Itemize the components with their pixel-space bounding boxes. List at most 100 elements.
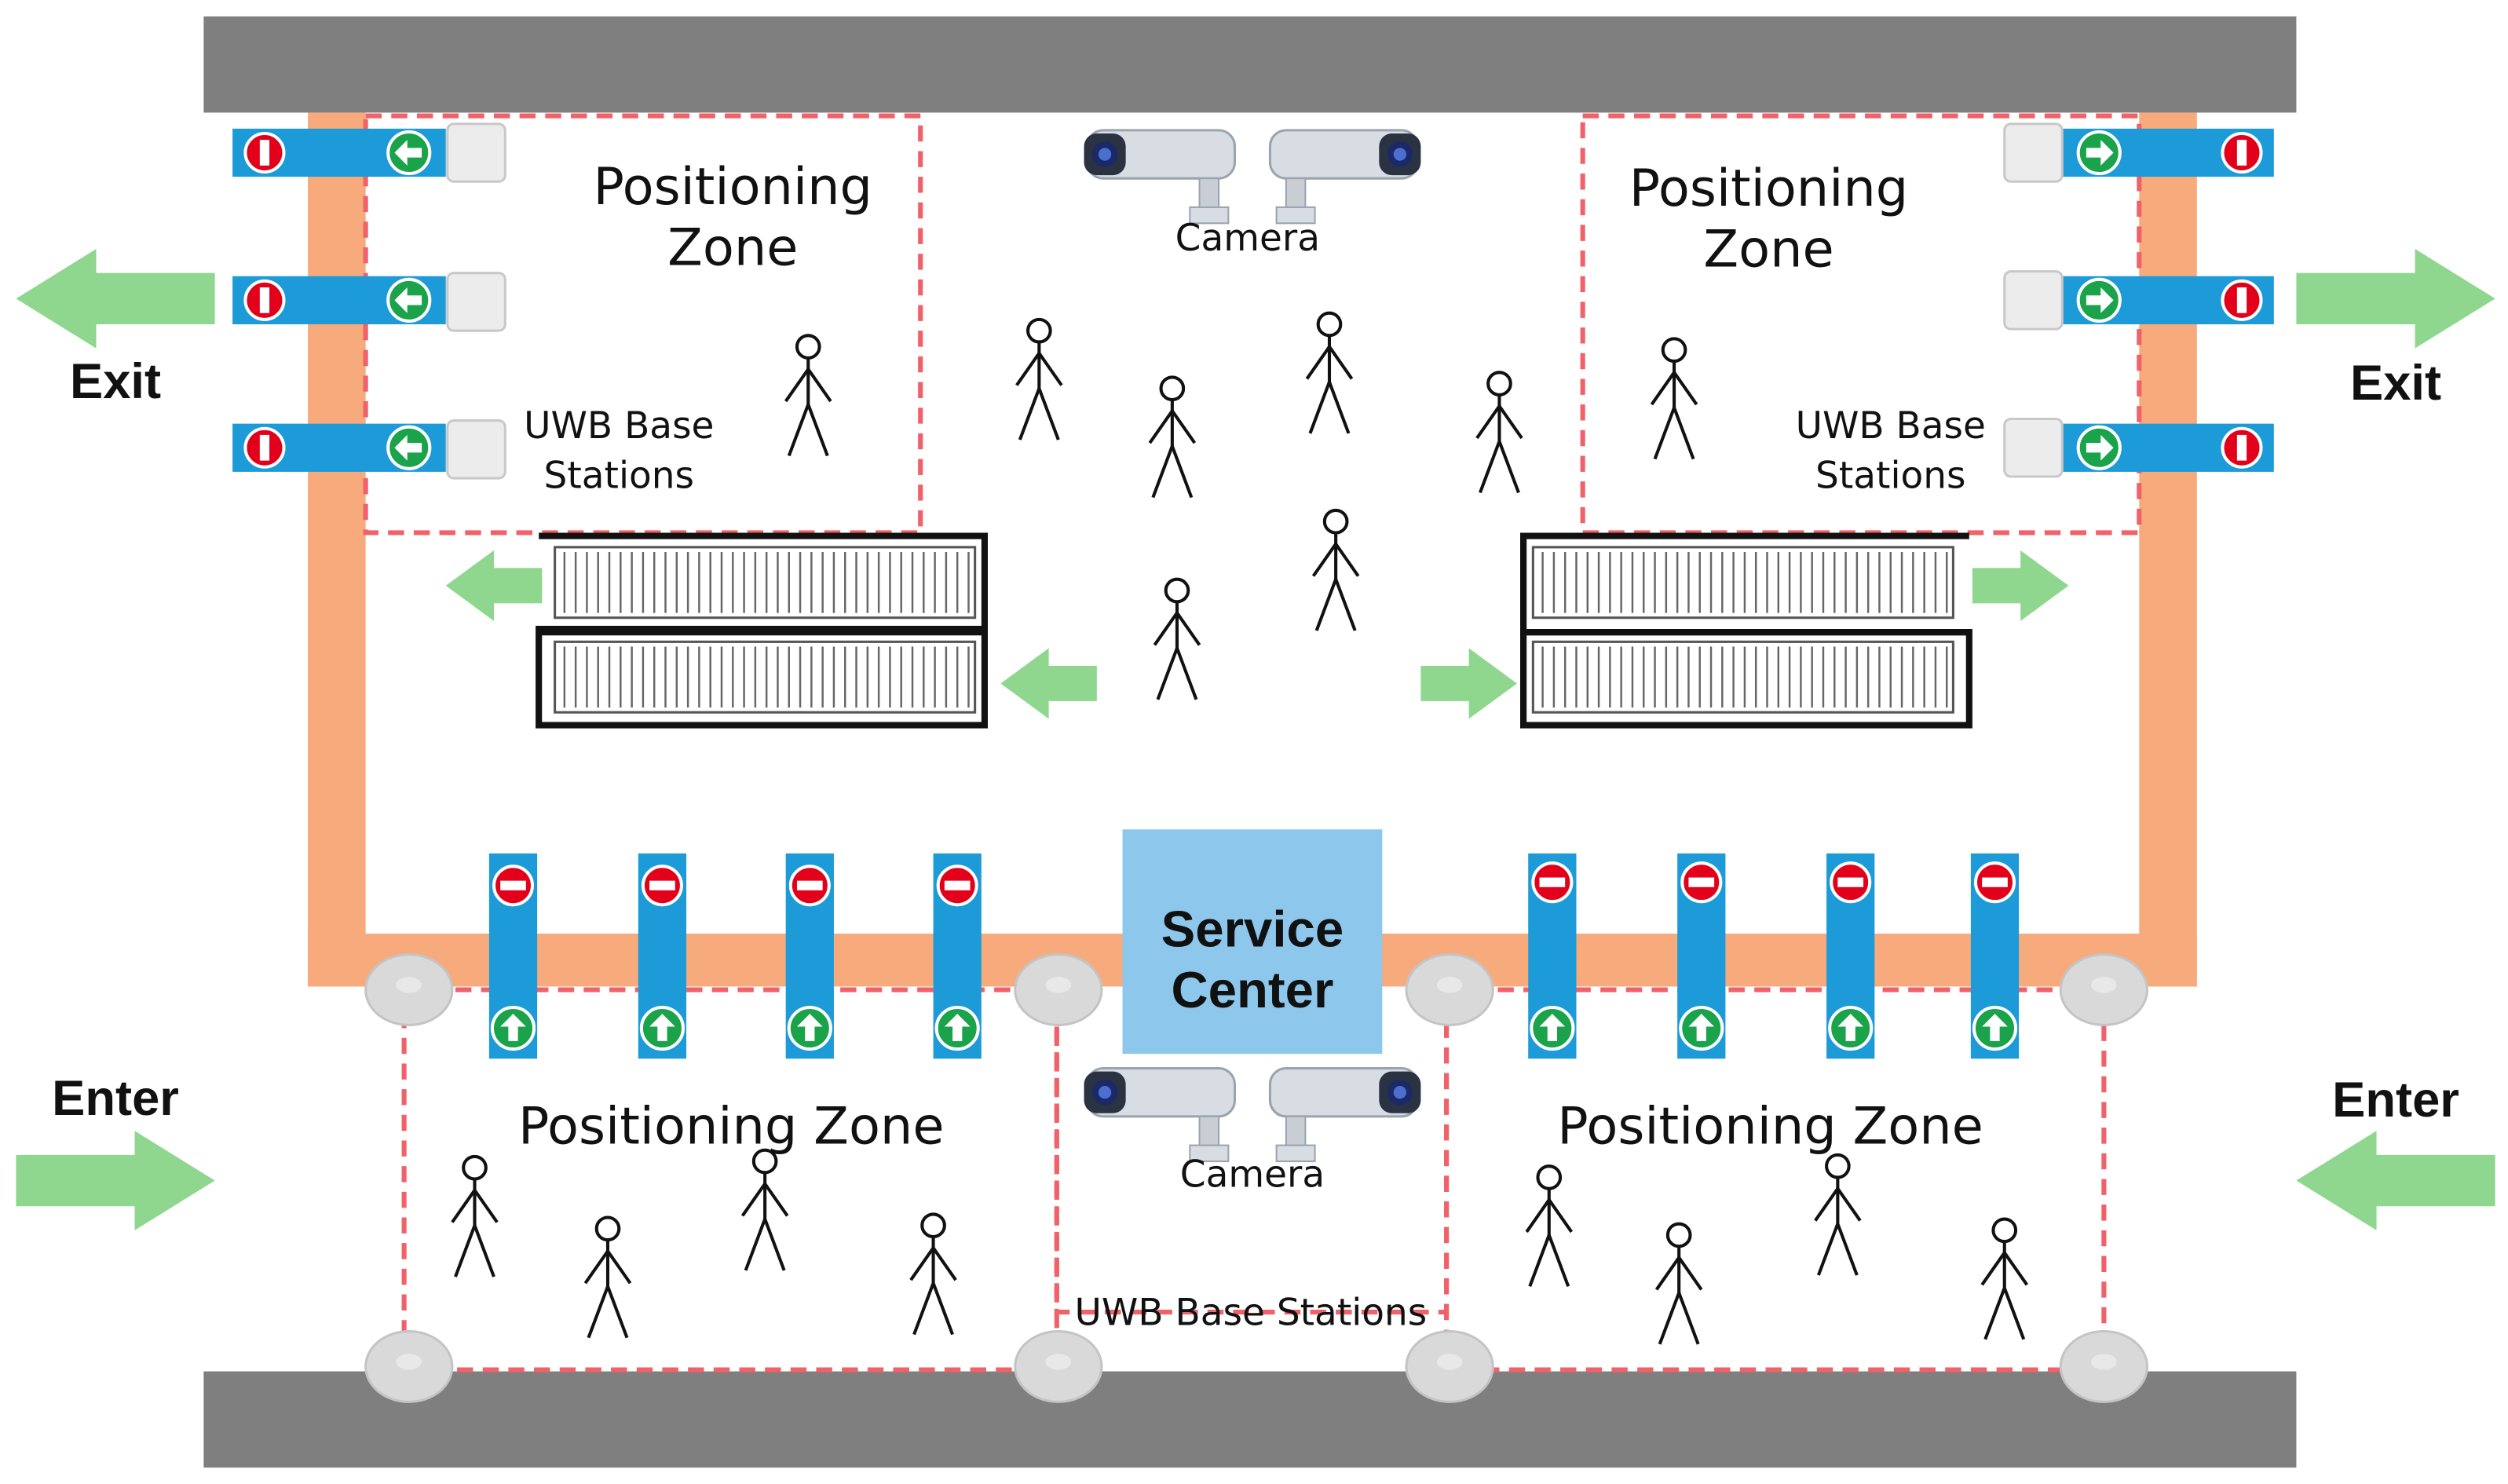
uwb-label-right: UWB Base [1796, 404, 1986, 448]
camera-icon [1082, 1067, 1237, 1163]
arrow-icon [1972, 550, 2069, 621]
uwb-base-station-icon [446, 122, 506, 183]
uwb-ceiling-station-icon [2059, 1329, 2149, 1403]
entry-gates-left [488, 853, 982, 1059]
zone-label-top-right: Positioning [1629, 159, 1908, 218]
person-icon [743, 1150, 788, 1270]
person-icon [1982, 1219, 2027, 1340]
uwb-ceiling-station-icon [1405, 1329, 1494, 1403]
exit-label-left: Exit [70, 354, 161, 409]
uwb-label-bottom: UWB Base Stations [1075, 1291, 1428, 1334]
exit-gates-left [232, 122, 506, 480]
camera-icon [1268, 129, 1422, 225]
uwb-ceiling-station-icon [1405, 953, 1494, 1026]
camera-bottom [1082, 1067, 1422, 1163]
arrow-icon [1974, 1007, 2016, 1049]
arrow-icon [388, 132, 430, 174]
no-entry-icon [2222, 429, 2261, 467]
bottom-wall [203, 1371, 2297, 1468]
arrow-icon [2078, 132, 2120, 174]
enter-label-left: Enter [52, 1071, 179, 1126]
zone-border-bottom-center [1054, 1026, 1450, 1315]
uwb-ceiling-station-icon [1014, 1329, 1103, 1403]
no-entry-icon [1831, 863, 1870, 901]
camera-icon [1082, 129, 1237, 225]
arrow-icon [388, 280, 430, 321]
escalator-icon [1520, 532, 1972, 729]
no-entry-icon [1976, 863, 2014, 901]
no-entry-icon [2222, 133, 2261, 172]
person-icon [585, 1218, 630, 1338]
arrow-icon [388, 427, 430, 469]
arrow-icon [642, 1007, 683, 1049]
no-entry-icon [245, 429, 283, 467]
person-icon [452, 1157, 497, 1277]
camera-icon [1268, 1067, 1422, 1163]
zone-label-bottom-right: Positioning Zone [1557, 1097, 1983, 1157]
arrow-icon [1680, 1007, 1722, 1049]
zone-border-bottom-left [401, 987, 1059, 1373]
entry-gates-right [1528, 853, 2020, 1059]
uwb-label-left: UWB Base [524, 404, 714, 448]
zone-label-top-right: Zone [1703, 219, 1833, 279]
person-icon [1477, 372, 1522, 492]
enter-label-right: Enter [2332, 1073, 2459, 1128]
service-center-label: Center [1171, 961, 1333, 1018]
person-icon [1651, 338, 1696, 459]
person-icon [1526, 1166, 1571, 1286]
arrow-icon [1830, 1007, 1871, 1049]
arrow-icon [492, 1007, 534, 1049]
arrow-icon [445, 550, 543, 621]
no-entry-icon [2222, 281, 2261, 320]
enter-arrow-left [16, 1131, 215, 1230]
arrow-icon [2078, 280, 2120, 321]
arrow-icon [1000, 648, 1097, 719]
uwb-base-station-icon [446, 419, 506, 480]
person-icon [1154, 579, 1199, 700]
exit-gates-right [2003, 122, 2274, 478]
arrow-icon [789, 1007, 831, 1049]
arrow-icon [1420, 648, 1517, 719]
uwb-ceiling-station-icon [1014, 953, 1103, 1026]
person-icon [1017, 320, 1062, 440]
no-entry-icon [245, 281, 283, 320]
uwb-ceiling-station-icon [364, 953, 454, 1026]
enter-arrow-right [2296, 1131, 2495, 1230]
no-entry-icon [1533, 863, 1571, 901]
uwb-base-station-icon [2003, 270, 2064, 331]
exit-arrow-right [2296, 249, 2495, 349]
exit-label-right: Exit [2350, 356, 2441, 411]
no-entry-icon [938, 866, 977, 905]
uwb-label-left: Stations [544, 454, 694, 497]
no-entry-icon [1682, 863, 1720, 901]
zone-label-top-left: Positioning [594, 157, 872, 217]
no-entry-icon [245, 133, 283, 172]
top-wall [203, 16, 2297, 113]
person-icon [1314, 510, 1358, 631]
no-entry-icon [643, 866, 682, 905]
person-icon [1150, 377, 1194, 497]
no-entry-icon [494, 866, 532, 905]
arrow-icon [1531, 1007, 1573, 1049]
arrow-icon [937, 1007, 978, 1049]
person-icon [1815, 1155, 1860, 1275]
service-center [1122, 829, 1383, 1055]
person-icon [786, 335, 831, 455]
camera-label-top: Camera [1175, 217, 1320, 260]
escalator-icon [536, 532, 988, 729]
exit-arrow-left [16, 249, 215, 349]
uwb-ceiling-station-icon [364, 1329, 454, 1403]
camera-top [1082, 129, 1422, 225]
service-center-label: Service [1161, 900, 1344, 957]
zone-label-top-left: Zone [667, 217, 798, 277]
uwb-base-station-icon [446, 272, 506, 332]
zone-label-bottom-left: Positioning Zone [518, 1097, 945, 1157]
no-entry-icon [791, 866, 829, 905]
person-icon [911, 1214, 956, 1334]
camera-label-bottom: Camera [1180, 1153, 1325, 1197]
person-icon [1307, 313, 1351, 433]
uwb-ceiling-station-icon [2059, 953, 2149, 1026]
uwb-label-right: Stations [1815, 454, 1965, 497]
person-icon [1657, 1224, 1702, 1344]
